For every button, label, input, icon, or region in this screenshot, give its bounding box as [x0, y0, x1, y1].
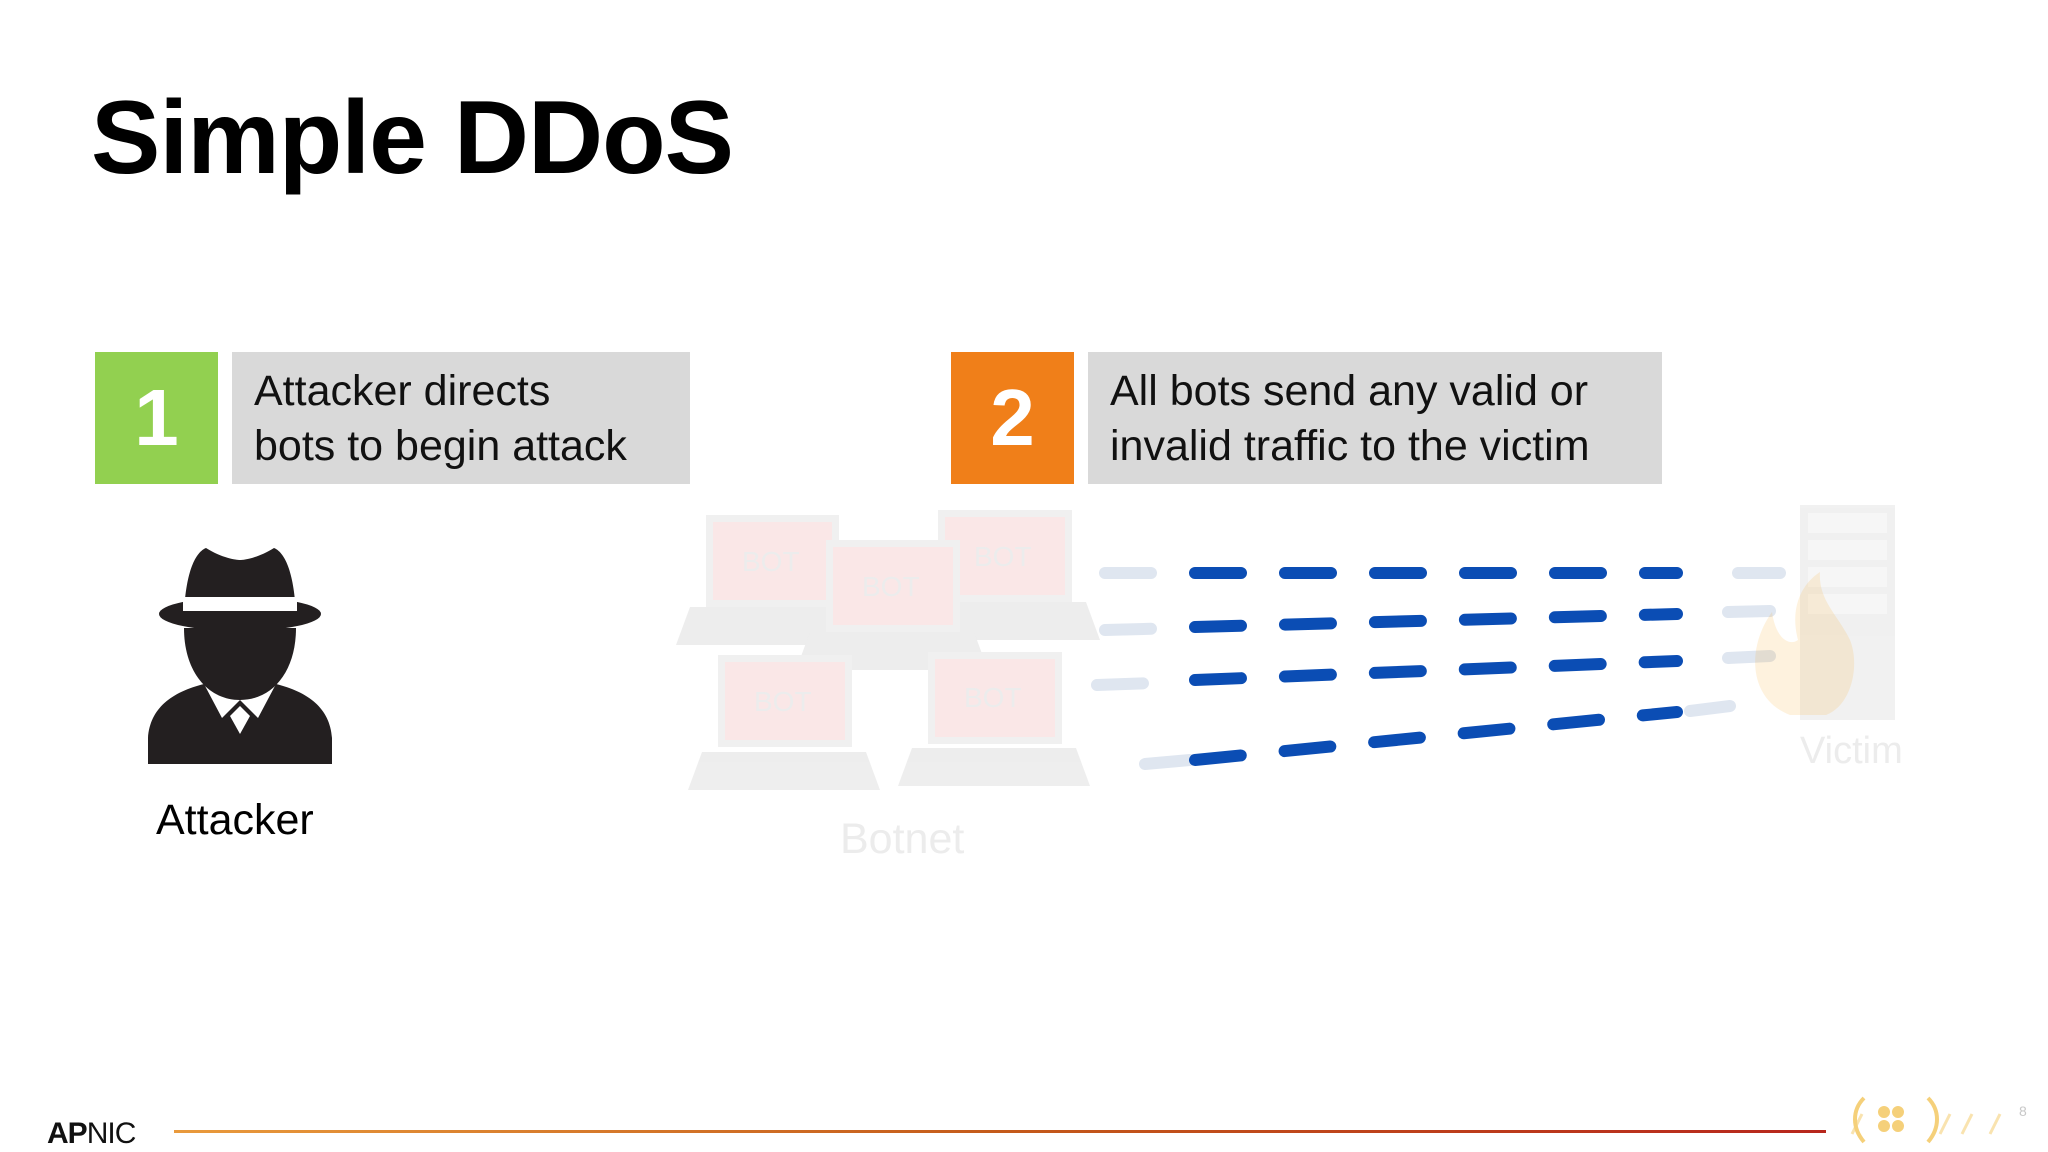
spy-icon: [148, 548, 332, 764]
laptop-icon: [676, 515, 866, 645]
server-icon: [1800, 505, 1895, 720]
step-1-number: 1: [134, 373, 179, 462]
traffic-lines: [1091, 567, 1786, 770]
step-2-line-1: All bots send any valid or: [1110, 367, 1589, 415]
slide-title: Simple DDoS: [91, 80, 734, 196]
laptop-icon: [898, 652, 1090, 786]
step-1-line-1: Attacker directs: [254, 367, 551, 415]
step-1-line-2: bots to begin attack: [254, 422, 627, 470]
bot-label-5: BOT: [964, 682, 1022, 713]
step-2-text-box: All bots send any valid or invalid traff…: [1088, 352, 1662, 484]
step-1-text-box: Attacker directs bots to begin attack: [232, 352, 690, 484]
apnic-logo-rest: NIC: [86, 1117, 137, 1150]
bot-label-3: BOT: [862, 571, 920, 602]
bot-label-4: BOT: [754, 686, 812, 717]
bot-label-2: BOT: [974, 541, 1032, 572]
laptop-icon: [796, 540, 988, 670]
footer-divider: [174, 1130, 1826, 1133]
slide-number: 8: [2019, 1103, 2027, 1119]
step-2-badge: 2: [951, 352, 1074, 484]
step-2-line-2: invalid traffic to the victim: [1110, 422, 1590, 470]
fire-icon: [1755, 572, 1855, 715]
step-1-badge: 1: [95, 352, 218, 484]
botnet-group: [676, 510, 1100, 790]
victim-label: Victim: [1800, 730, 1903, 772]
laptop-icon: [908, 510, 1100, 640]
step-2-number: 2: [990, 373, 1035, 462]
attacker-label: Attacker: [156, 796, 314, 844]
botnet-label: Botnet: [840, 815, 965, 863]
apnic-logo-bold: AP: [47, 1117, 88, 1150]
laptop-icon: [688, 655, 880, 790]
bot-label-1: BOT: [742, 546, 800, 577]
apnic-logo: APNIC: [47, 1117, 137, 1150]
